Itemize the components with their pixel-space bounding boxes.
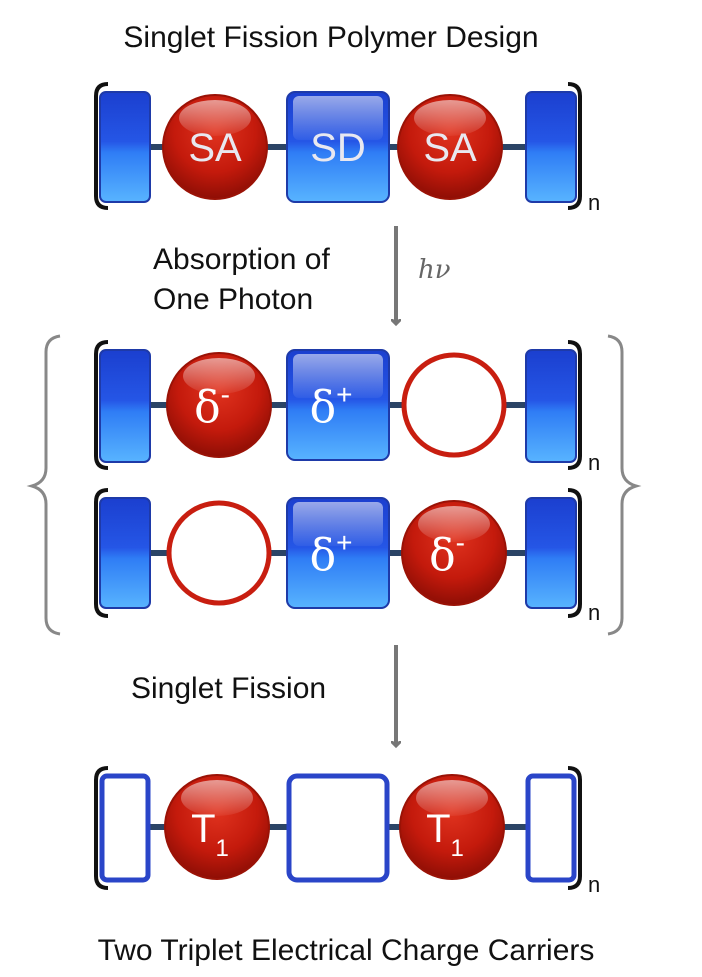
repeat-subscript: n: [588, 600, 600, 625]
bracket-right: [567, 488, 582, 618]
bracket-left: [94, 488, 109, 618]
partial-charge-label: δ+: [310, 527, 353, 581]
end-unit-right: [525, 91, 577, 203]
triplet-label: T1: [191, 807, 229, 862]
acceptor-unit-left: SA: [162, 94, 268, 200]
brace-right: [607, 334, 642, 636]
footer-caption: Two Triplet Electrical Charge Carriers: [98, 934, 595, 967]
singlet-fission-step: Singlet Fission: [131, 645, 396, 746]
triplet-label: T1: [426, 807, 464, 862]
step-label-line2: One Photon: [153, 283, 313, 316]
bracket-right: [567, 766, 582, 890]
partial-charge-label: δ-: [194, 379, 230, 433]
triplet-unit-right: T1: [399, 774, 505, 880]
brace-left: [26, 334, 61, 636]
triplet-unit-left: T1: [164, 774, 270, 880]
polymer-row-charge-transfer-a: δ- δ+ n: [94, 340, 600, 475]
polymer-row-charge-transfer-b: δ+ δ- n: [94, 488, 600, 625]
photon-absorption-step: Absorption of One Photon hν: [153, 226, 451, 324]
acceptor-label: SA: [423, 126, 477, 170]
repeat-subscript: n: [588, 190, 600, 215]
end-unit-left: [99, 91, 151, 203]
donor-label: SD: [310, 126, 366, 170]
partial-charge-label: δ+: [310, 379, 353, 433]
acceptor-unit-negative: δ-: [166, 352, 272, 458]
acceptor-label: SA: [188, 126, 242, 170]
acceptor-unit-negative: δ-: [401, 500, 507, 606]
end-unit-left: [99, 349, 151, 463]
photon-symbol: hν: [418, 255, 451, 285]
polymer-row-ground-state: SA SD SA n: [94, 82, 600, 215]
bracket-left: [94, 340, 109, 470]
end-unit-right: [525, 773, 577, 883]
end-unit-left: [99, 497, 151, 609]
step-label: Singlet Fission: [131, 672, 326, 705]
bracket-right: [567, 340, 582, 470]
bracket-left: [94, 82, 109, 210]
repeat-subscript: n: [588, 450, 600, 475]
end-unit-right: [525, 349, 577, 463]
end-unit-right: [525, 497, 577, 609]
polymer-row-triplet-state: T1 T1 n: [94, 766, 600, 897]
bracket-left: [94, 766, 109, 890]
repeat-subscript: n: [588, 872, 600, 897]
donor-unit-positive: δ+: [286, 497, 390, 609]
donor-unit: SD: [286, 91, 390, 203]
page-title: Singlet Fission Polymer Design: [123, 21, 538, 54]
donor-unit-empty: [286, 773, 390, 883]
acceptor-unit-right: SA: [397, 94, 503, 200]
acceptor-unit-empty: [166, 500, 272, 606]
partial-charge-label: δ-: [429, 527, 465, 581]
acceptor-unit-empty: [401, 352, 507, 458]
step-label-line1: Absorption of: [153, 243, 330, 276]
donor-unit-positive: δ+: [286, 349, 390, 461]
end-unit-left: [99, 773, 151, 883]
bracket-right: [567, 82, 582, 210]
